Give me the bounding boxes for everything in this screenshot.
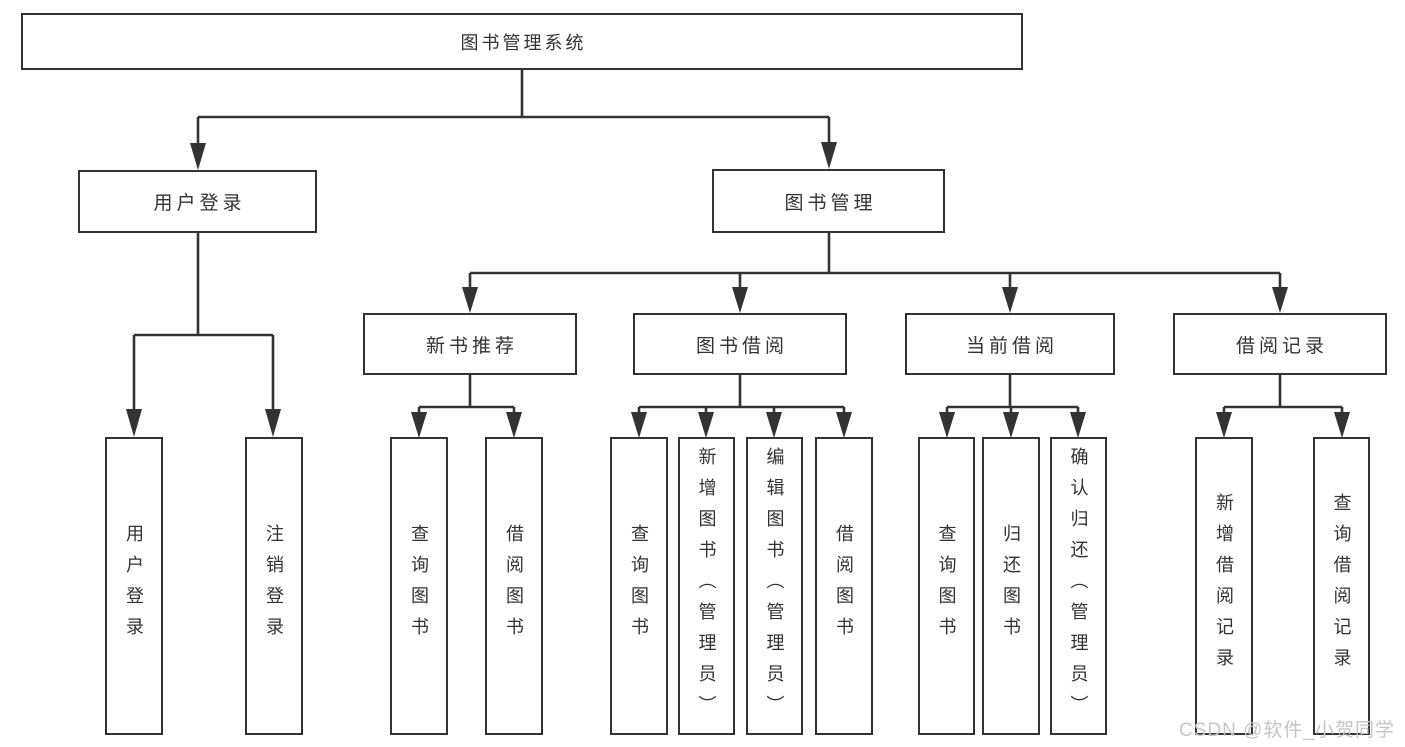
node-label: 当前借阅 [965,335,1058,357]
node-label: 借阅记录 [1235,335,1328,357]
node-borrow-record: 借阅记录 [1173,313,1387,375]
csdn-watermark: CSDN @软件_小贺同学 [1179,720,1395,741]
node-label: 注销登录 [264,524,284,648]
node-label: 确认归还（管理员） [1068,446,1089,726]
node-leaf-return-books: 归还图书 [982,437,1040,735]
node-leaf-logout: 注销登录 [245,437,303,735]
node-label: 新增图书（管理员） [696,446,717,726]
node-leaf-borrow-books: 借阅图书 [815,437,873,735]
node-label: 新增借阅记录 [1214,493,1234,679]
node-current-borrow: 当前借阅 [905,313,1115,375]
node-leaf-user-login: 用户登录 [105,437,163,735]
node-label: 用户登录 [153,193,246,214]
node-leaf-query-books-recommend: 查询图书 [390,437,448,735]
node-label: 查询借阅记录 [1331,493,1352,679]
node-leaf-add-borrow-record: 新增借阅记录 [1195,437,1253,735]
node-label: 借阅图书 [504,524,524,648]
node-label: 新书推荐 [425,335,518,357]
node-leaf-query-borrow-record: 查询借阅记录 [1313,437,1370,735]
node-book-management: 图书管理 [712,169,945,233]
node-label: 图书借阅 [695,335,788,357]
node-leaf-borrow-books-recommend: 借阅图书 [485,437,543,735]
node-label: 图书管理系统 [460,32,587,53]
node-leaf-add-books-admin: 新增图书（管理员） [678,437,735,735]
node-label: 借阅图书 [834,524,854,648]
node-label: 编辑图书（管理员） [764,446,785,726]
node-leaf-confirm-return-admin: 确认归还（管理员） [1050,437,1107,735]
node-new-book-recommend: 新书推荐 [363,313,577,375]
node-label: 查询图书 [409,524,429,648]
node-label: 用户登录 [124,524,144,648]
node-label: 查询图书 [936,524,957,648]
node-leaf-query-books-current: 查询图书 [918,437,975,735]
node-leaf-query-books-borrow: 查询图书 [610,437,668,735]
node-label: 查询图书 [629,524,649,648]
node-root-library-system: 图书管理系统 [21,13,1023,70]
node-book-borrow: 图书借阅 [633,313,847,375]
node-label: 图书管理 [784,192,877,214]
node-user-login: 用户登录 [78,170,317,233]
node-label: 归还图书 [1001,524,1021,648]
node-leaf-edit-books-admin: 编辑图书（管理员） [746,437,803,735]
